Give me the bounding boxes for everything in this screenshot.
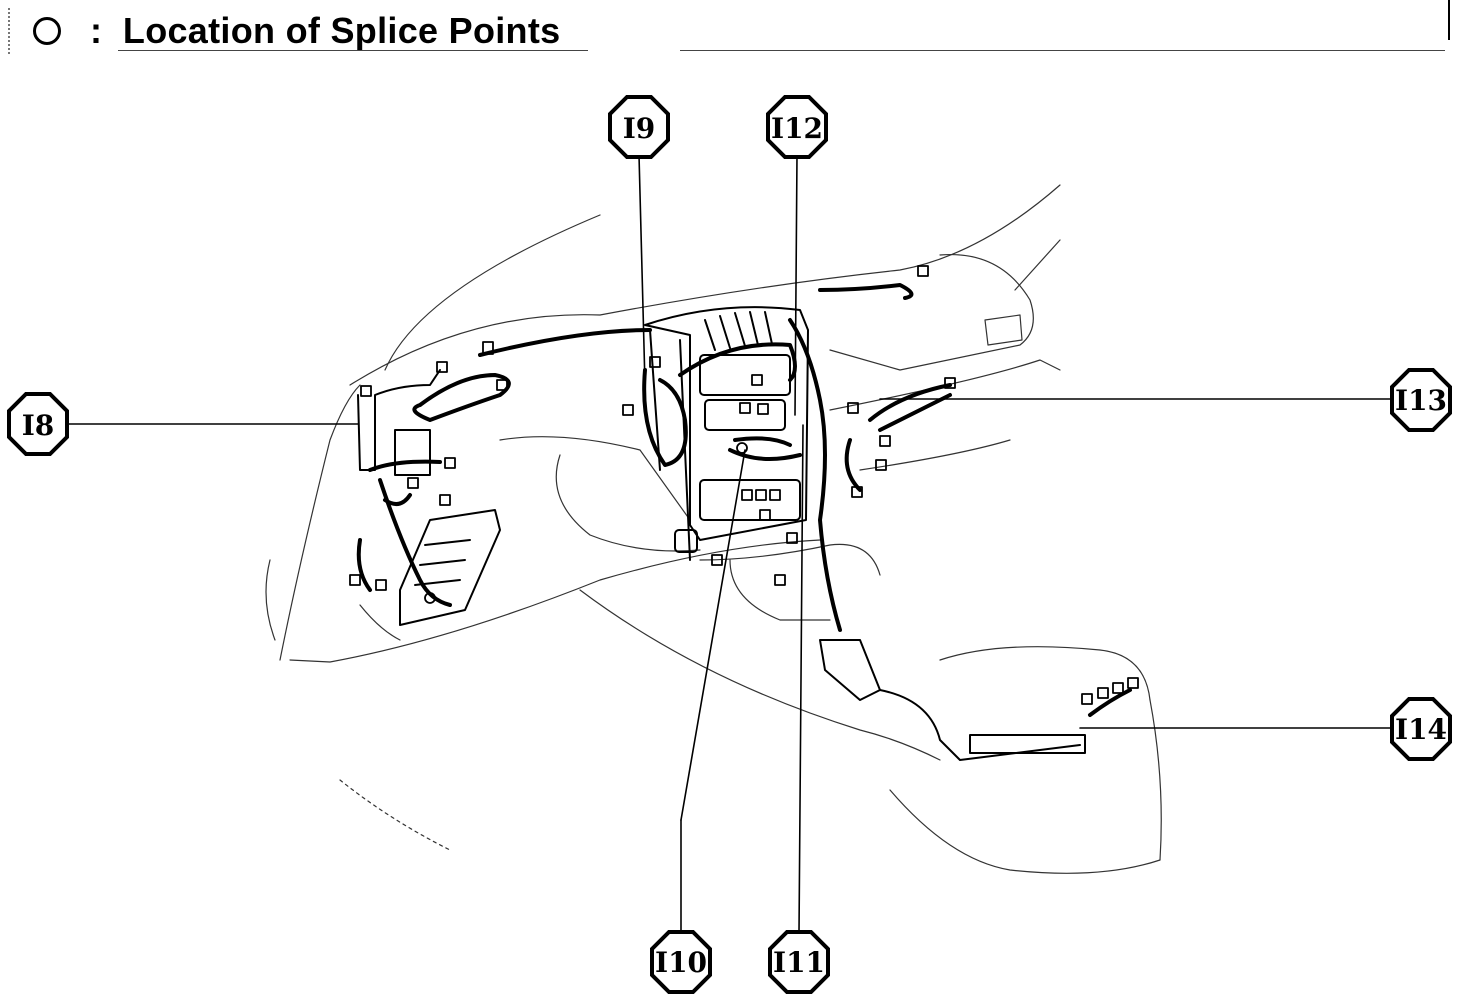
callout-i11-badge	[768, 930, 830, 994]
callout-i12: I12	[766, 95, 828, 159]
connectors	[349, 265, 1139, 705]
title-separator: :	[90, 10, 103, 51]
callout-i11-label: I11	[773, 946, 825, 979]
callout-i10-badge	[650, 930, 712, 994]
callout-i8-badge	[7, 392, 69, 456]
callout-i13: I13	[1390, 368, 1452, 432]
callout-i14-label: I14	[1395, 713, 1447, 746]
callout-i14: I14	[1390, 697, 1452, 761]
callout-i10: I10	[650, 930, 712, 994]
header-rule-right	[680, 50, 1445, 51]
callout-i9-label: I9	[623, 112, 656, 145]
callout-i8: I8	[7, 392, 69, 456]
callout-i8-label: I8	[22, 409, 55, 442]
callout-i9-badge	[608, 95, 670, 159]
title-text: Location of Splice Points	[122, 10, 561, 51]
callout-i12-badge	[766, 95, 828, 159]
dashboard-outline	[265, 184, 1162, 874]
callout-i13-label: I13	[1395, 384, 1447, 417]
left-bracket	[357, 369, 501, 626]
center-console	[644, 306, 1086, 761]
callout-i13-badge	[1390, 368, 1452, 432]
diagram-header: : Location of Splice Points	[0, 0, 1472, 60]
callout-i14-badge	[1390, 697, 1452, 761]
header-right-mark	[1448, 0, 1452, 40]
page-title: : Location of Splice Points	[90, 10, 560, 52]
callout-i9: I9	[608, 95, 670, 159]
leader-lines	[65, 154, 1393, 934]
splice-point-legend-icon	[33, 17, 61, 45]
callout-i12-label: I12	[771, 112, 823, 145]
callout-i11: I11	[768, 930, 830, 994]
callout-i10-label: I10	[655, 946, 707, 979]
header-left-rule	[8, 8, 12, 54]
header-rule-left	[118, 50, 588, 51]
